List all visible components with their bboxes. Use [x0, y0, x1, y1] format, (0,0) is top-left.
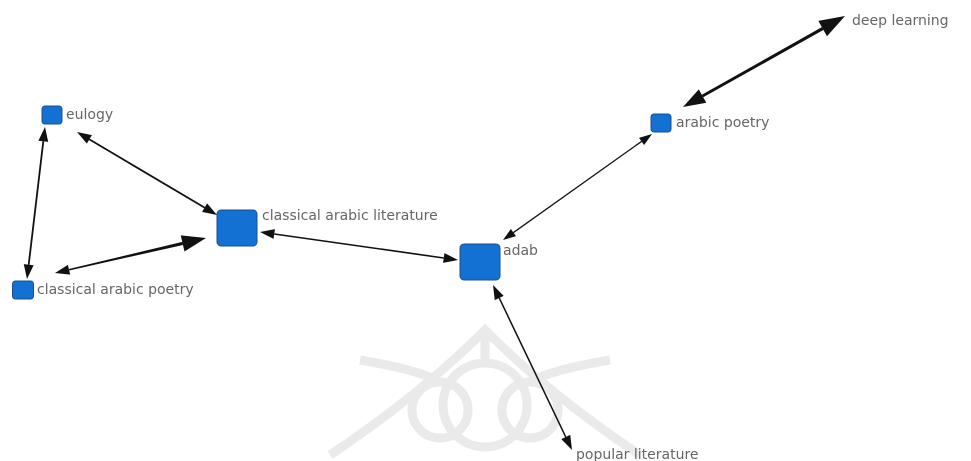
node-label-adab: adab — [503, 243, 538, 259]
node-label-classical-arabic-poetry: classical arabic poetry — [37, 282, 194, 298]
node-label-eulogy: eulogy — [66, 107, 113, 123]
watermark-logo-icon — [327, 323, 643, 459]
edge-line — [701, 27, 824, 98]
arrowhead-icon — [77, 132, 92, 144]
edge-classical-arabic-literature-to-adab — [260, 229, 458, 263]
node-eulogy[interactable] — [41, 105, 63, 125]
edge-line — [274, 233, 444, 259]
edge-classical-arabic-poetry-to-classical-arabic-literature — [55, 235, 206, 275]
node-classical-arabic-poetry[interactable] — [12, 280, 34, 300]
arrowhead-icon — [23, 264, 34, 279]
arrowhead-icon — [818, 16, 845, 37]
node-arabic-poetry[interactable] — [650, 113, 672, 133]
arrowhead-icon — [443, 253, 458, 263]
labels-layer: eulogy classical arabic poetry classical a… — [37, 13, 949, 461]
edge-line — [27, 141, 45, 265]
arrowhead-icon — [639, 134, 652, 146]
node-label-popular-literature: popular literature — [576, 447, 699, 461]
node-label-classical-arabic-literature: classical arabic literature — [262, 208, 438, 224]
edge-eulogy-to-classical-arabic-poetry — [23, 127, 49, 279]
arrowhead-icon — [561, 434, 572, 450]
arrowhead-icon — [503, 228, 516, 240]
arrowhead-icon — [180, 235, 206, 252]
arrowhead-icon — [493, 285, 504, 301]
arrowhead-icon — [683, 89, 707, 107]
node-label-arabic-poetry: arabic poetry — [676, 115, 769, 131]
node-label-deep-learning: deep learning — [852, 13, 949, 29]
edge-adab-to-popular-literature — [493, 285, 572, 450]
edge-line — [88, 138, 206, 209]
edges-layer — [23, 16, 845, 450]
edge-adab-to-arabic-poetry — [503, 134, 652, 240]
node-classical-arabic-literature[interactable] — [216, 209, 258, 247]
edge-arabic-poetry-to-deep-learning — [683, 16, 845, 107]
edge-line — [68, 241, 183, 271]
nodes-layer — [12, 105, 672, 300]
node-adab[interactable] — [459, 243, 501, 281]
arrowhead-icon — [38, 127, 49, 142]
edge-line — [513, 140, 642, 234]
arrowhead-icon — [260, 229, 275, 239]
edge-eulogy-to-classical-arabic-literature — [77, 132, 217, 215]
arrowhead-icon — [55, 264, 71, 275]
edge-line — [498, 297, 567, 438]
arrowhead-icon — [202, 203, 217, 215]
